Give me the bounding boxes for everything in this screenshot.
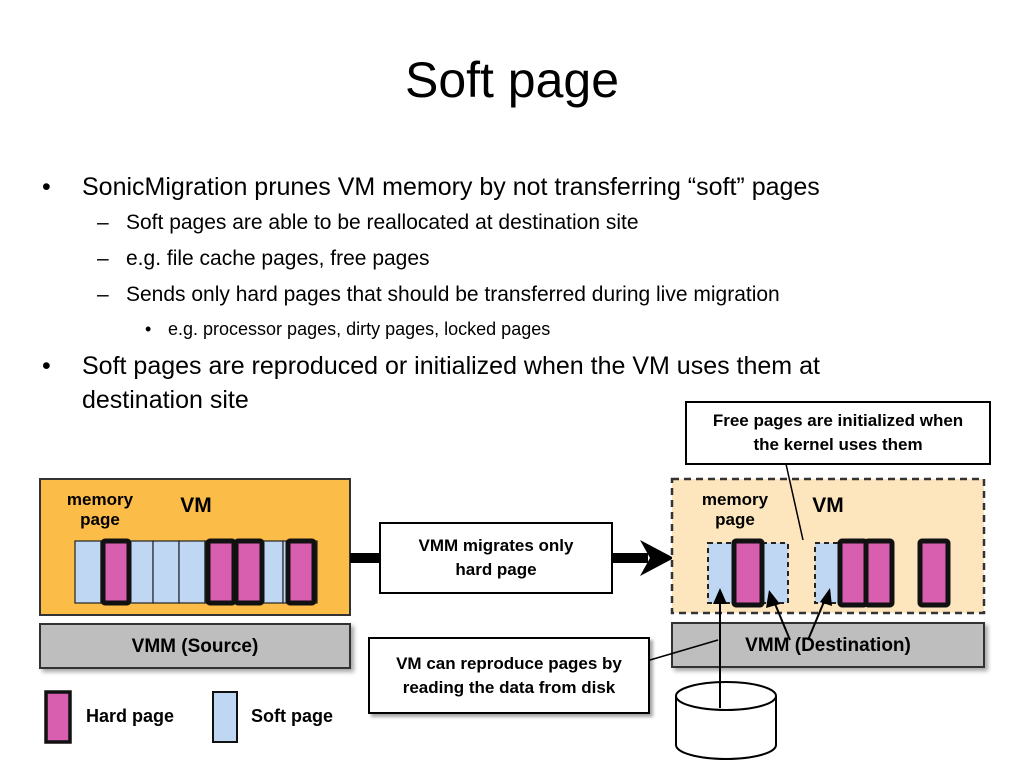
source-vm-label: VM	[180, 494, 212, 517]
legend-hard-swatch	[44, 690, 72, 744]
soft-page	[152, 540, 180, 604]
soft-page	[74, 540, 102, 604]
bullet-text: Soft pages are reproduced or initialized…	[82, 352, 820, 380]
soft-page	[178, 540, 206, 604]
dest-memory-label-2: page	[715, 510, 755, 529]
migrate-callout: VMM migrates only hard page	[379, 522, 613, 594]
source-memory-label-2: page	[80, 510, 120, 529]
dest-vmm-label: VMM (Destination)	[745, 635, 911, 656]
disk-top	[675, 681, 777, 711]
disk-body	[675, 696, 777, 760]
disk-callout-pointer	[649, 639, 719, 661]
bullet-mark: •	[42, 173, 51, 201]
source-memory-label-1: memory	[66, 490, 134, 509]
hard-page	[233, 538, 265, 606]
bullet-text: SonicMigration prunes VM memory by not t…	[82, 173, 820, 201]
hard-page	[731, 538, 765, 608]
dest-vmm-bar	[671, 622, 985, 668]
dest-memory-label-1: memory	[701, 490, 769, 509]
legend-soft-label: Soft page	[251, 706, 334, 726]
free-callout-line2: the kernel uses them	[753, 435, 923, 454]
free-callout-pointer	[785, 463, 804, 541]
hard-page	[917, 538, 951, 608]
disk-arrow-diagonal	[772, 598, 791, 641]
dest-memory-page-label: memory page	[692, 490, 778, 530]
legend-soft-swatch	[212, 691, 238, 743]
sub-bullet-text: Sends only hard pages that should be tra…	[126, 283, 780, 306]
dash-mark: –	[97, 283, 109, 306]
source-memory-page-label: memory page	[58, 490, 142, 530]
disk-callout: VM can reproduce pages by reading the da…	[368, 637, 650, 714]
source-vmm-label: VMM (Source)	[131, 636, 259, 657]
bullet-text-line2: destination site	[82, 386, 249, 414]
migrate-callout-line1: VMM migrates only	[418, 536, 574, 555]
free-pages-callout: Free pages are initialized when the kern…	[685, 401, 991, 465]
legend-hard-label: Hard page	[86, 706, 175, 726]
disk-icon	[675, 681, 777, 760]
hard-page	[863, 538, 895, 608]
slide-title: Soft page	[404, 52, 620, 108]
dest-vm-label: VM	[812, 494, 844, 517]
disk-callout-line1: VM can reproduce pages by	[396, 653, 622, 673]
migrate-callout-line2: hard page	[455, 560, 537, 579]
sub-bullet-text: e.g. file cache pages, free pages	[126, 247, 430, 270]
source-vmm-bar	[39, 623, 351, 669]
source-memory-pages	[74, 538, 318, 606]
disk-callout-line2: reading the data from disk	[402, 677, 616, 697]
disk-arrowhead	[713, 588, 727, 604]
dash-mark: –	[97, 247, 109, 270]
bullet-mark: •	[145, 319, 152, 339]
disk-arrowhead	[766, 590, 780, 608]
disk-arrowhead	[820, 588, 832, 606]
bullet-mark: •	[42, 352, 51, 380]
free-callout-line1: Free pages are initialized when	[712, 411, 964, 430]
hard-page	[285, 538, 317, 606]
dest-memory-pages	[707, 538, 951, 608]
hard-page	[837, 538, 869, 608]
disk-arrow-diagonal-2	[807, 596, 827, 641]
migration-arrowhead	[640, 540, 674, 576]
dash-mark: –	[97, 211, 109, 234]
sub-bullet-text: Soft pages are able to be reallocated at…	[126, 211, 639, 234]
sub-sub-bullet-text: e.g. processor pages, dirty pages, locke…	[168, 319, 551, 339]
hard-page	[100, 538, 132, 606]
hard-page	[205, 538, 237, 606]
